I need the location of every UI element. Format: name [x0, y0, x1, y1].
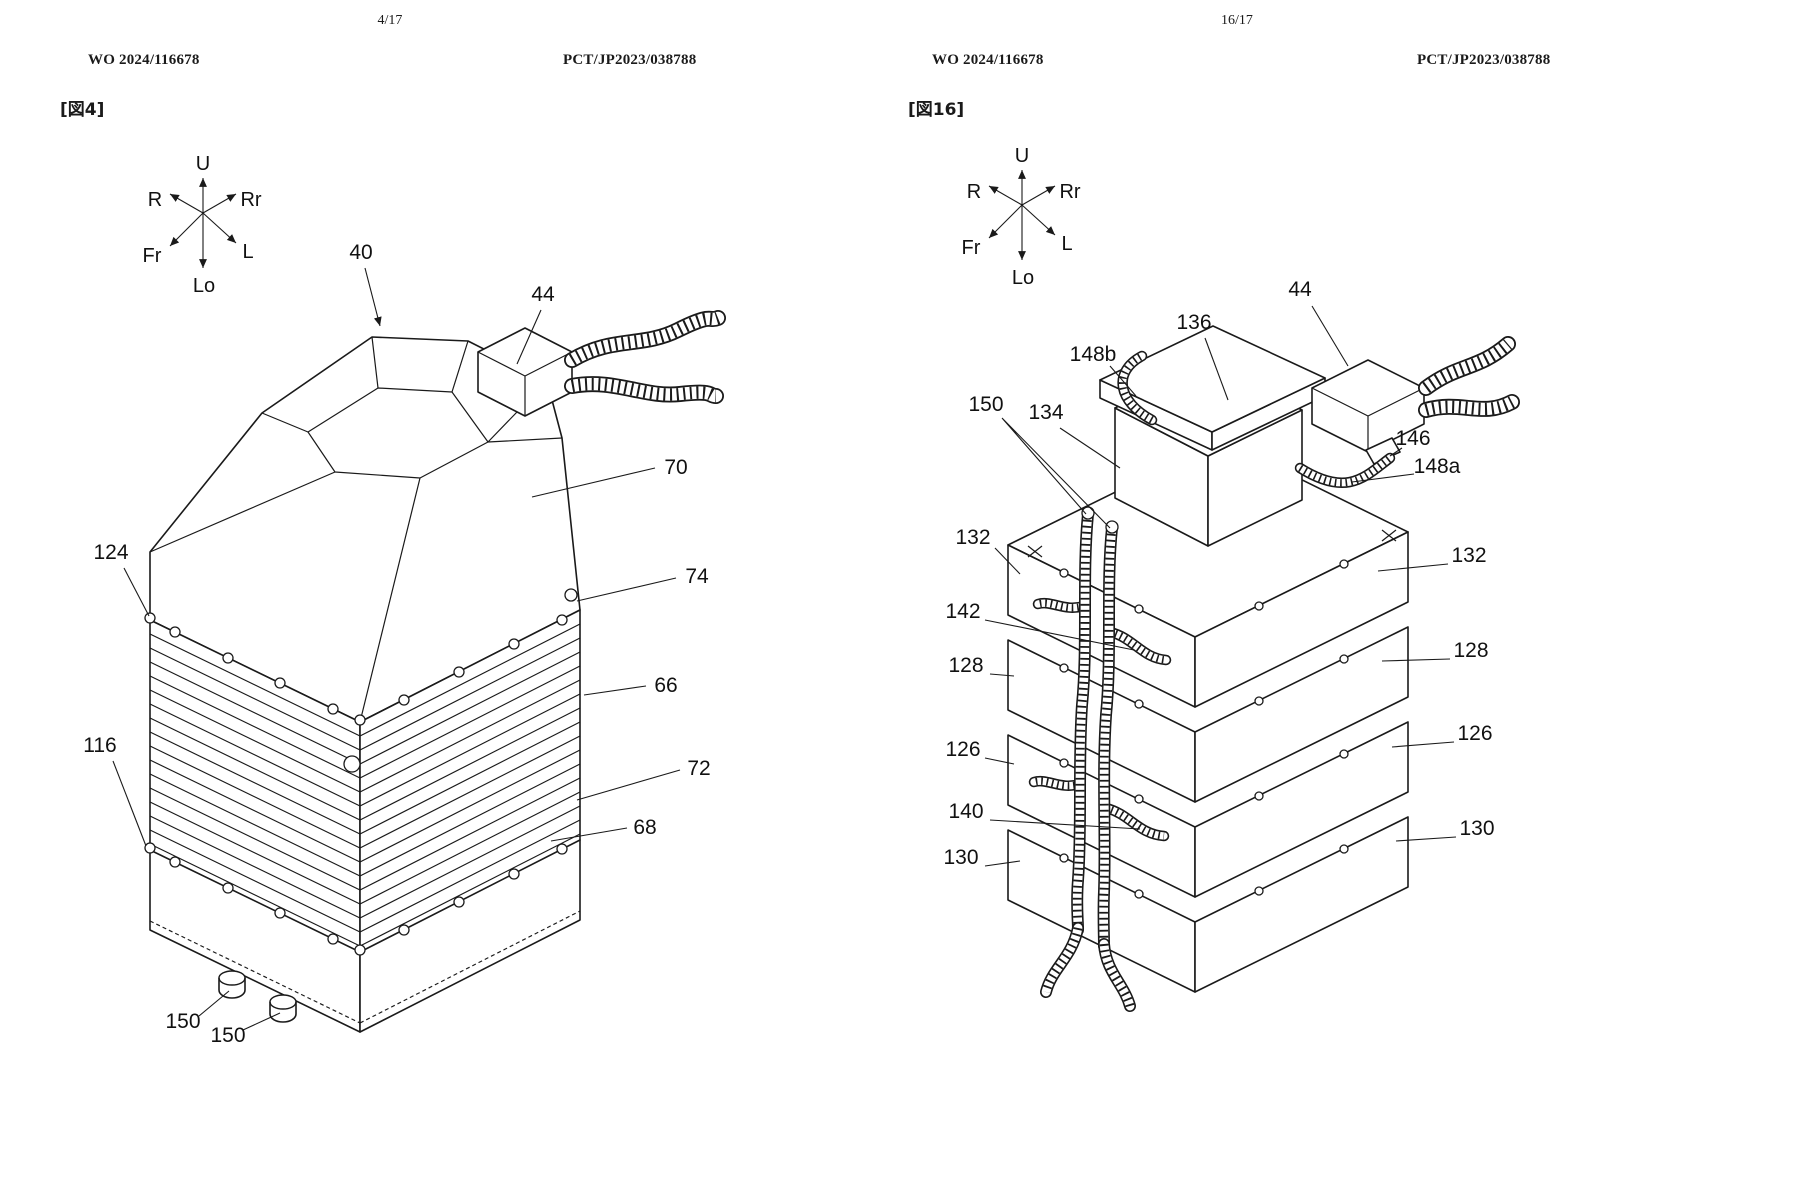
corrugated-hose-pair-right [1426, 344, 1512, 410]
figure-16-leader-lines [984, 305, 1457, 867]
ref-numeral-74: 74 [685, 565, 709, 588]
ref-numeral-128-right: 128 [1453, 639, 1488, 662]
top-face-cross-marks [1027, 529, 1397, 558]
ref-numeral-44-left: 44 [531, 283, 555, 306]
publication-number-right: WO 2024/116678 [932, 52, 1044, 68]
ref-numeral-150-a: 150 [165, 1010, 200, 1033]
compass-left-u-label: U [196, 153, 210, 175]
ref-numeral-150-right: 150 [968, 393, 1003, 416]
compass-right-u-label: U [1015, 145, 1029, 167]
ref-numeral-44-right: 44 [1288, 278, 1312, 301]
ref-numeral-116: 116 [83, 734, 116, 757]
ref-numeral-72: 72 [687, 757, 710, 780]
ref-numeral-40: 40 [349, 241, 372, 264]
ref-numeral-130-left: 130 [943, 846, 978, 869]
application-number-right: PCT/JP2023/038788 [1417, 52, 1551, 68]
ref-numeral-136: 136 [1176, 311, 1211, 334]
compass-right-lo-label: Lo [1012, 267, 1034, 289]
bracket-146 [1365, 437, 1401, 465]
ref-numeral-132-right: 132 [1451, 544, 1486, 567]
ref-numeral-146: 146 [1395, 427, 1430, 450]
publication-number-left: WO 2024/116678 [88, 52, 200, 68]
figure-label-right: [図16] [908, 100, 965, 120]
compass-left-rr-label: Rr [240, 189, 261, 211]
application-number-left: PCT/JP2023/038788 [563, 52, 697, 68]
compass-left-lo-label: Lo [193, 275, 215, 297]
front-port-circle [343, 755, 361, 773]
vertical-pipes-150 [1046, 506, 1130, 1006]
lower-bolt-row [144, 842, 568, 956]
figure-16-drawing: U Lo R Rr Fr L [943, 145, 1512, 1006]
stack-body-shape [149, 609, 581, 1033]
ref-numeral-148b: 148b [1070, 343, 1117, 366]
hose-port-box-right [1311, 359, 1425, 453]
orientation-compass-left: U Lo R Rr Fr L [143, 153, 262, 297]
ref-numeral-68: 68 [633, 816, 656, 839]
compass-left-r-label: R [148, 189, 162, 211]
ref-numeral-126-right: 126 [1457, 722, 1492, 745]
figure-4-drawing: U Lo R Rr Fr L [83, 153, 718, 1047]
page-number-right: 16/17 [1221, 13, 1253, 28]
compass-right-r-label: R [967, 181, 981, 203]
ref-numeral-124: 124 [93, 541, 128, 564]
compass-right-l-label: L [1061, 233, 1072, 255]
figure-label-left: [図4] [60, 100, 105, 120]
corrugated-hose-pair-left [572, 318, 718, 396]
ref-numeral-128-left: 128 [948, 654, 983, 677]
ref-numeral-150-b: 150 [210, 1024, 245, 1047]
compass-left-fr-label: Fr [143, 245, 162, 267]
ref-numeral-70: 70 [664, 456, 687, 479]
compass-left-l-label: L [242, 241, 253, 263]
ref-numeral-140: 140 [948, 800, 983, 823]
ref-numeral-126-left: 126 [945, 738, 980, 761]
module-bolt-posts [1059, 559, 1349, 899]
upper-bolt-row [144, 588, 578, 726]
bottom-drain-caps [218, 970, 297, 1023]
orientation-compass-right: U Lo R Rr Fr L [962, 145, 1081, 289]
figure-4-leader-lines [112, 267, 681, 1031]
ref-numeral-148a: 148a [1414, 455, 1461, 478]
compass-right-rr-label: Rr [1059, 181, 1080, 203]
ref-numeral-132-left: 132 [955, 526, 990, 549]
page-number-left: 4/17 [377, 13, 403, 28]
compass-right-fr-label: Fr [962, 237, 981, 259]
ref-numeral-66: 66 [654, 674, 677, 697]
ref-numeral-130-right: 130 [1459, 817, 1494, 840]
ref-numeral-142: 142 [945, 600, 980, 623]
ref-numeral-134: 134 [1028, 401, 1063, 424]
